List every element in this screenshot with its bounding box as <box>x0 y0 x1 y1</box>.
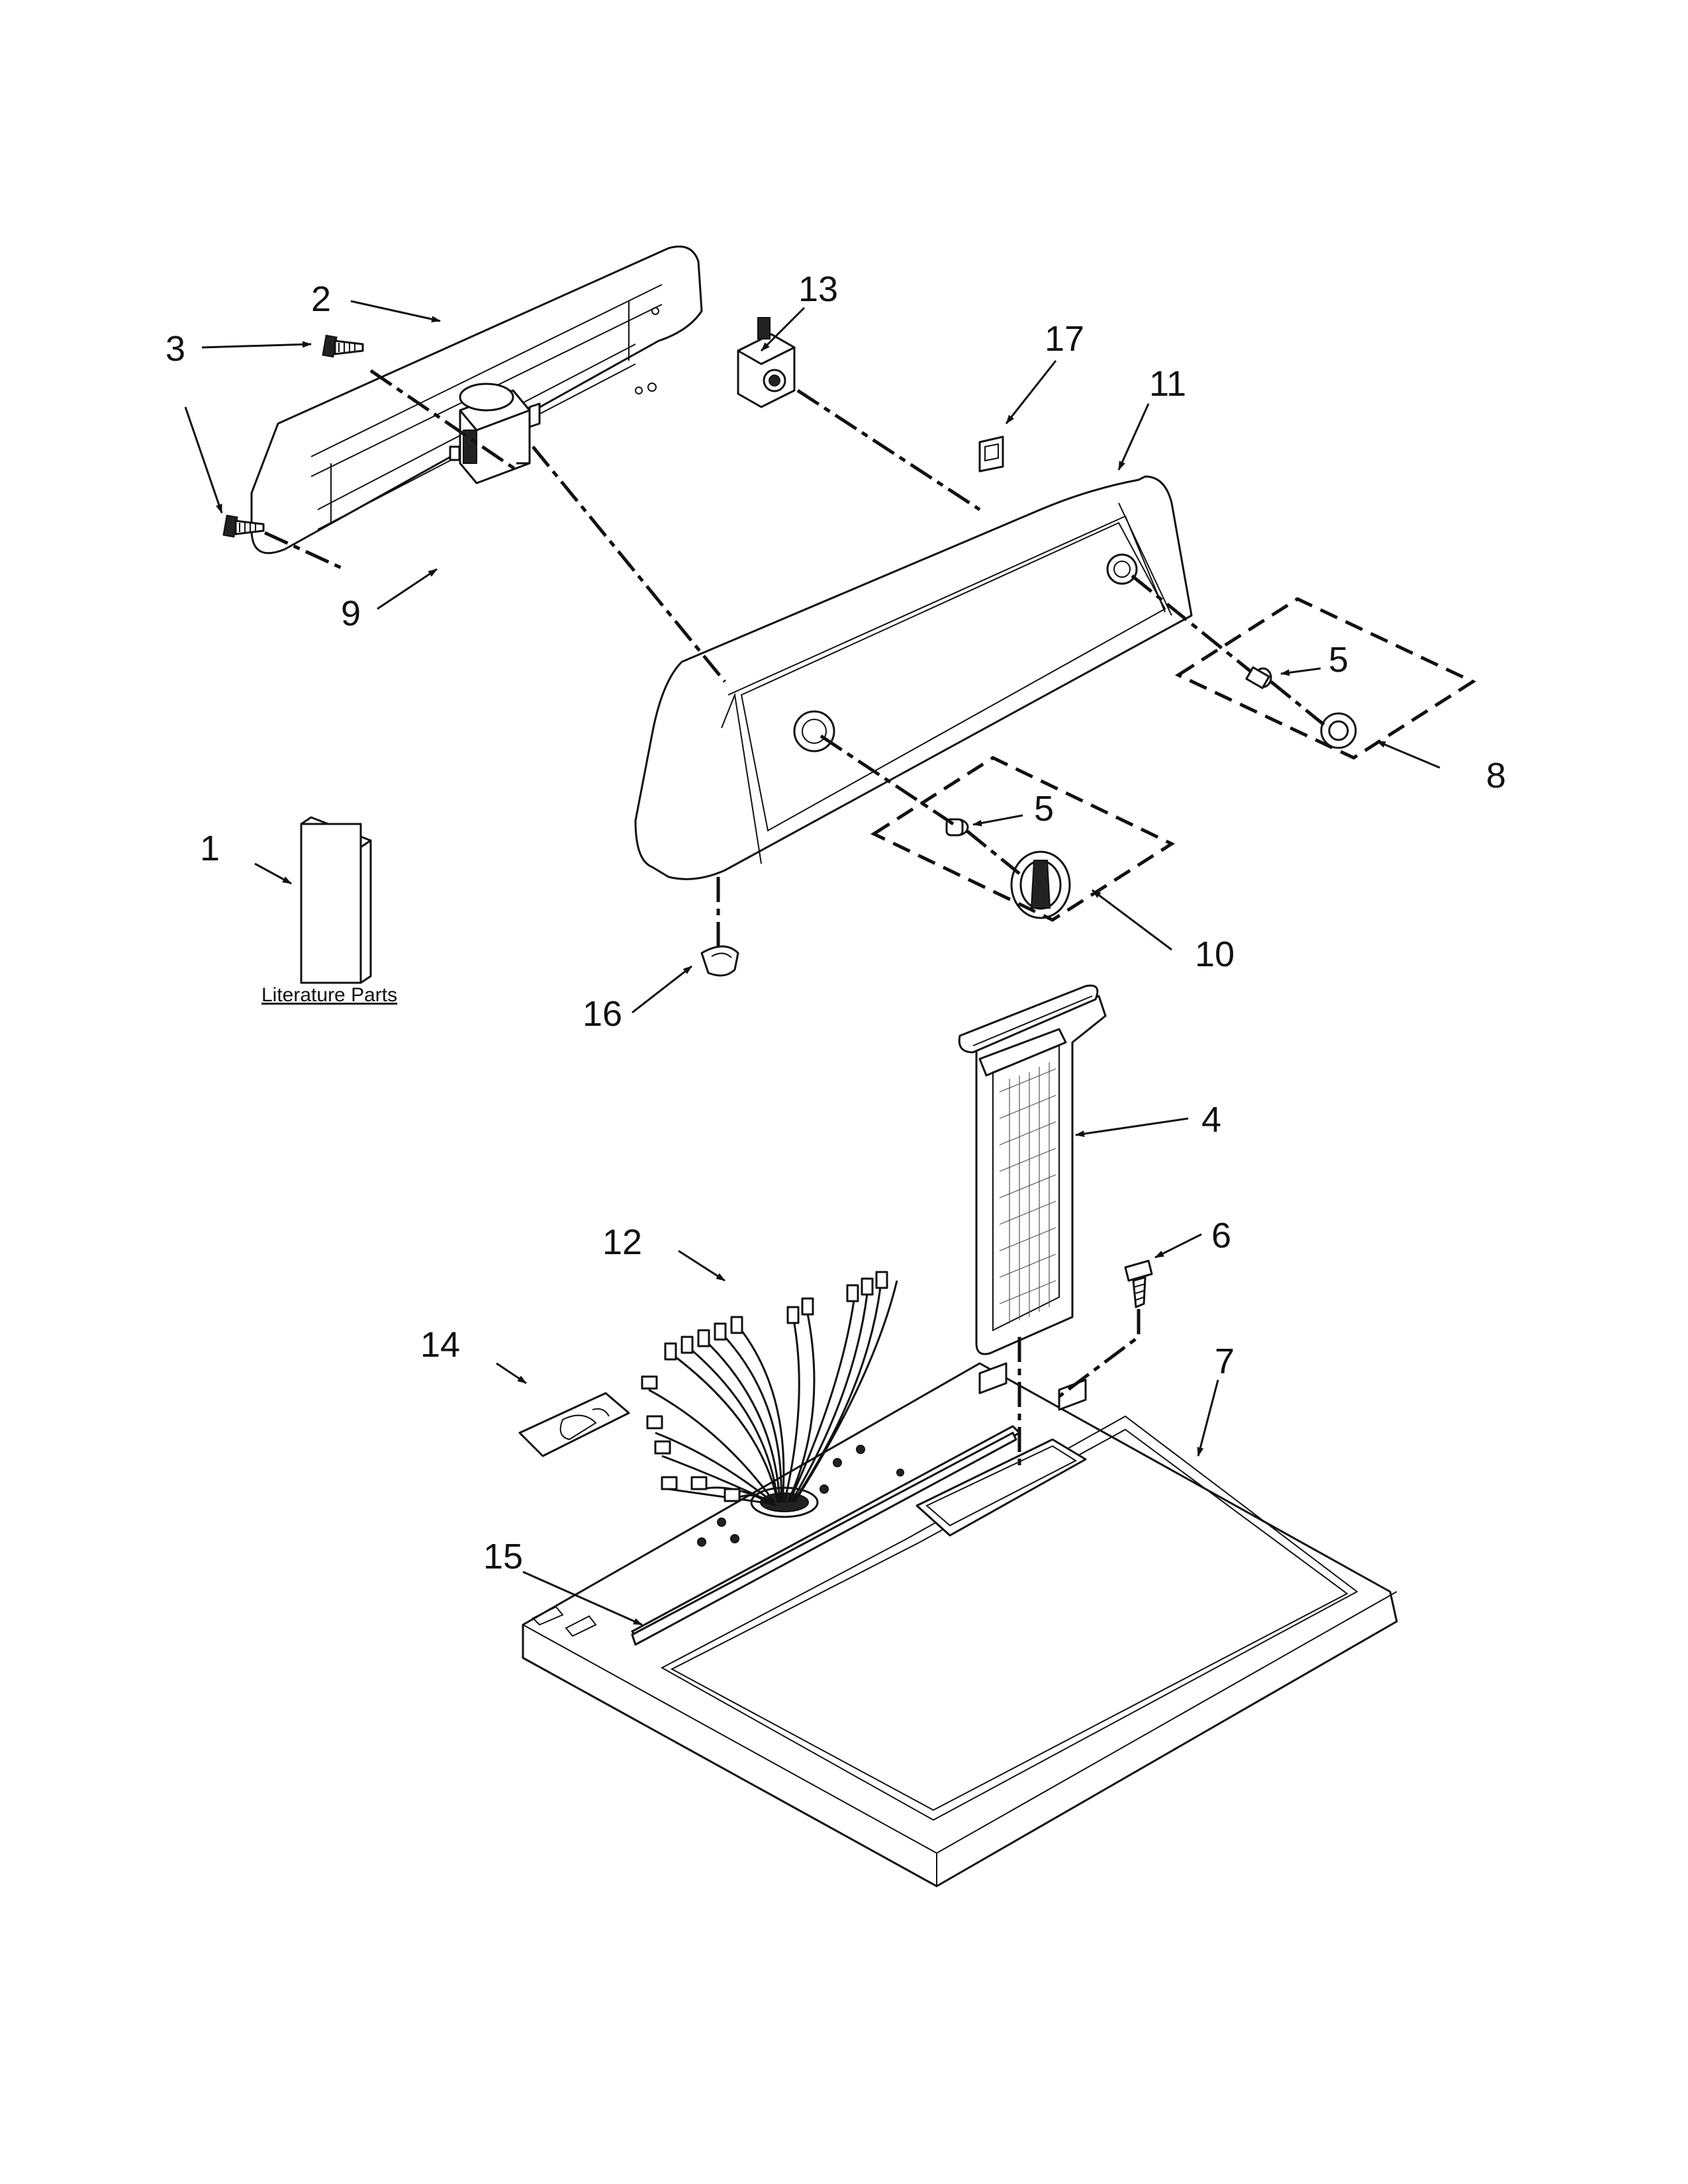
callout-17: 17 <box>1045 319 1084 359</box>
knob-part-10 <box>1010 850 1071 919</box>
wire-harness-part-12 <box>641 1271 898 1507</box>
clip-part-17 <box>978 435 1004 473</box>
callout-15: 15 <box>483 1537 523 1576</box>
literature-parts-label: Literature Parts <box>261 984 397 1006</box>
leader-lines <box>184 300 1440 1626</box>
callout-5-upper: 5 <box>1329 640 1348 680</box>
callout-10: 10 <box>1195 934 1235 974</box>
callout-13: 13 <box>798 269 838 309</box>
callout-2: 2 <box>311 279 331 319</box>
callout-3: 3 <box>165 329 185 369</box>
callout-numbers: 2 3 9 13 17 11 5 8 5 10 16 1 4 6 12 14 7… <box>165 269 1506 1576</box>
seal-strip-part-15 <box>631 1432 1017 1646</box>
knob-group-box-10 <box>870 756 1176 922</box>
console-part-11 <box>634 475 1193 880</box>
lint-screen-part-4 <box>958 984 1107 1355</box>
bracket-part-14 <box>518 1392 630 1457</box>
timer-switch-part-9 <box>449 383 541 484</box>
assembly-lines <box>263 369 1325 1469</box>
callout-4: 4 <box>1201 1100 1221 1140</box>
callout-16: 16 <box>583 994 622 1034</box>
callout-14: 14 <box>420 1325 460 1365</box>
callout-8: 8 <box>1486 756 1506 796</box>
callout-7: 7 <box>1215 1342 1235 1381</box>
spacer-part-5-upper <box>1245 666 1272 690</box>
clip-part-16 <box>700 945 739 977</box>
literature-book-part-1 <box>300 816 372 984</box>
callout-5-lower: 5 <box>1034 789 1054 829</box>
callout-9: 9 <box>341 594 361 633</box>
callout-11: 11 <box>1149 364 1186 404</box>
callout-12: 12 <box>602 1222 642 1262</box>
screw-part-6 <box>1124 1259 1153 1308</box>
callout-6: 6 <box>1211 1216 1231 1255</box>
knob-part-8 <box>1320 712 1357 749</box>
push-switch-part-13 <box>737 317 796 408</box>
screw-part-3-upper <box>322 334 364 358</box>
knob-group-box-8 <box>1174 597 1477 760</box>
callout-1: 1 <box>200 829 220 868</box>
screw-part-3-lower <box>222 514 265 538</box>
